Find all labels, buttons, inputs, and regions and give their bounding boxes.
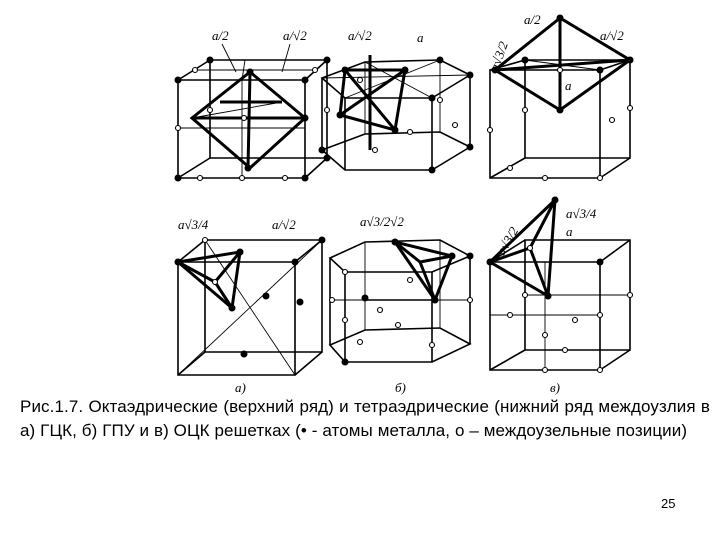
label: a√3/4: [566, 206, 597, 221]
hcp-tetrahedral-diagram: a√3/2√2 б): [328, 214, 474, 395]
page-number: 25: [661, 496, 676, 511]
hcp-octahedral-diagram: a/√2 a: [318, 28, 474, 174]
label: a/√2: [348, 28, 372, 43]
label: a/√2: [272, 217, 296, 232]
label: a√3/2√2: [360, 214, 404, 229]
label: a/√2: [283, 28, 307, 43]
fcc-tetrahedral-diagram: a√3/4 a/√2 а): [174, 217, 326, 395]
label: a/2: [212, 28, 229, 43]
label: a/√2: [600, 28, 624, 43]
panel-label: б): [395, 380, 406, 395]
panel-label: в): [550, 380, 560, 395]
panel-label: а): [235, 380, 246, 395]
label: a: [565, 78, 572, 93]
label: a/2: [524, 12, 541, 27]
bcc-octahedral-diagram: a/2 a√3/2 a/√2 a: [486, 12, 634, 182]
bcc-tetrahedral-diagram: a√3/2 a√3/4 a в): [486, 196, 634, 395]
figure-caption: Рис.1.7. Октаэдрические (верхний ряд) и …: [20, 397, 710, 440]
label: a: [566, 224, 573, 239]
fcc-octahedral-diagram: a/2 a/√2: [174, 28, 331, 182]
label: a√3/4: [178, 217, 209, 232]
crystal-lattice-figure: a/2 a/√2 a/√2 a: [174, 12, 634, 395]
label: a: [417, 30, 424, 45]
